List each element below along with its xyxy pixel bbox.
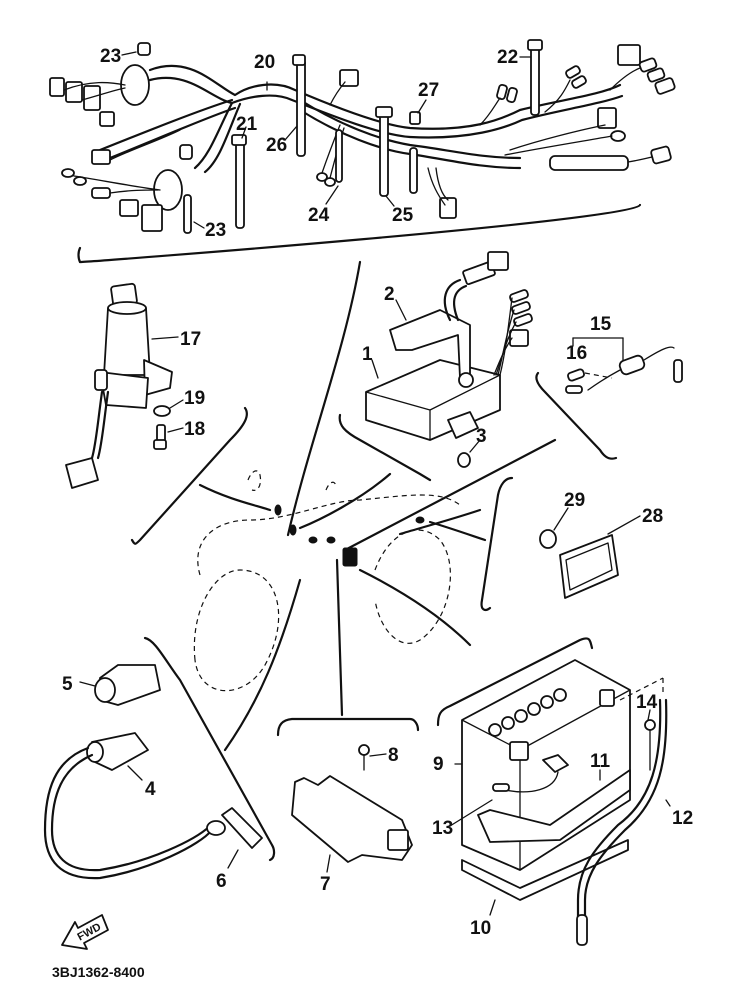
callout-19: 19 bbox=[184, 388, 205, 409]
clamp-23-bottom bbox=[183, 194, 192, 234]
callout-20: 20 bbox=[254, 52, 275, 73]
washer-19 bbox=[153, 405, 171, 417]
pointer-lines bbox=[198, 260, 557, 752]
clamp-23-top bbox=[137, 42, 151, 56]
callout-11: 11 bbox=[590, 751, 611, 772]
callout-6: 6 bbox=[216, 871, 227, 892]
rectifier-bracket bbox=[276, 717, 420, 737]
callout-12: 12 bbox=[672, 808, 693, 829]
callout-23-bottom: 23 bbox=[205, 220, 226, 241]
connector bbox=[650, 145, 672, 165]
callout-26: 26 bbox=[266, 135, 287, 156]
clamp-24 bbox=[335, 129, 343, 183]
callout-2: 2 bbox=[384, 284, 395, 305]
clamp-27 bbox=[409, 147, 418, 194]
callout-10: 10 bbox=[470, 918, 491, 939]
ignition-bracket bbox=[143, 636, 276, 862]
forward-arrow-icon: FWD bbox=[61, 914, 109, 950]
cdi-unit bbox=[365, 251, 533, 468]
fuse-16 bbox=[567, 368, 585, 382]
callout-8: 8 bbox=[388, 745, 399, 766]
plug-cap-6 bbox=[221, 807, 263, 849]
callout-29: 29 bbox=[564, 490, 585, 511]
harness-callouts: 23 20 21 26 22 27 24 25 23 bbox=[100, 46, 531, 241]
battery-band-11 bbox=[477, 769, 631, 843]
wire-harness bbox=[49, 39, 676, 264]
callout-18: 18 bbox=[184, 419, 205, 440]
callout-4: 4 bbox=[145, 779, 156, 800]
callout-9: 9 bbox=[433, 754, 444, 775]
reference-code: 3BJ1362-8400 bbox=[52, 964, 145, 980]
callout-25: 25 bbox=[392, 205, 414, 226]
battery-bracket bbox=[436, 637, 594, 727]
battery-caps bbox=[488, 688, 567, 737]
cable-tie-21 bbox=[235, 139, 245, 229]
cable-ties bbox=[137, 39, 543, 234]
reflector-28 bbox=[559, 534, 619, 599]
callout-17: 17 bbox=[180, 329, 201, 350]
rectifier bbox=[291, 744, 413, 863]
callout-16: 16 bbox=[566, 343, 587, 364]
callout-24: 24 bbox=[308, 205, 330, 226]
connectors-right bbox=[316, 44, 676, 219]
battery bbox=[461, 659, 668, 946]
callout-23-top: 23 bbox=[100, 46, 121, 67]
switch-bracket bbox=[130, 406, 248, 545]
callout-22: 22 bbox=[497, 47, 518, 68]
switch-connector bbox=[65, 457, 99, 489]
nut-29 bbox=[539, 529, 557, 549]
grommet bbox=[120, 64, 150, 106]
ignition-parts bbox=[43, 664, 263, 880]
callout-1: 1 bbox=[362, 344, 373, 365]
nut-3 bbox=[457, 452, 471, 468]
callout-27: 27 bbox=[418, 80, 439, 101]
connectors-left bbox=[49, 77, 181, 232]
cable-tie-22 bbox=[530, 44, 540, 116]
cable-tie-26 bbox=[296, 59, 306, 157]
battery-pad-10 bbox=[461, 839, 629, 901]
cable-tie-25 bbox=[379, 111, 389, 197]
screw-8 bbox=[358, 744, 370, 756]
fuse-holder bbox=[565, 337, 683, 394]
reflector bbox=[539, 529, 619, 599]
callout-7: 7 bbox=[320, 874, 331, 895]
rectifier-7 bbox=[291, 775, 413, 863]
harness-bracket-line bbox=[78, 203, 642, 264]
callout-14: 14 bbox=[636, 692, 658, 713]
callout-21: 21 bbox=[236, 114, 258, 135]
callout-13: 13 bbox=[432, 818, 453, 839]
reflector-bracket bbox=[480, 476, 514, 611]
harness-sleeve bbox=[549, 155, 629, 171]
main-switch bbox=[65, 282, 173, 489]
callout-28: 28 bbox=[642, 506, 663, 527]
callout-3: 3 bbox=[476, 426, 487, 447]
callout-15: 15 bbox=[590, 314, 612, 335]
motorcycle-outline bbox=[193, 470, 461, 692]
fuse-bracket bbox=[535, 371, 618, 460]
callout-5: 5 bbox=[62, 674, 73, 695]
cdi-bracket bbox=[338, 413, 432, 482]
